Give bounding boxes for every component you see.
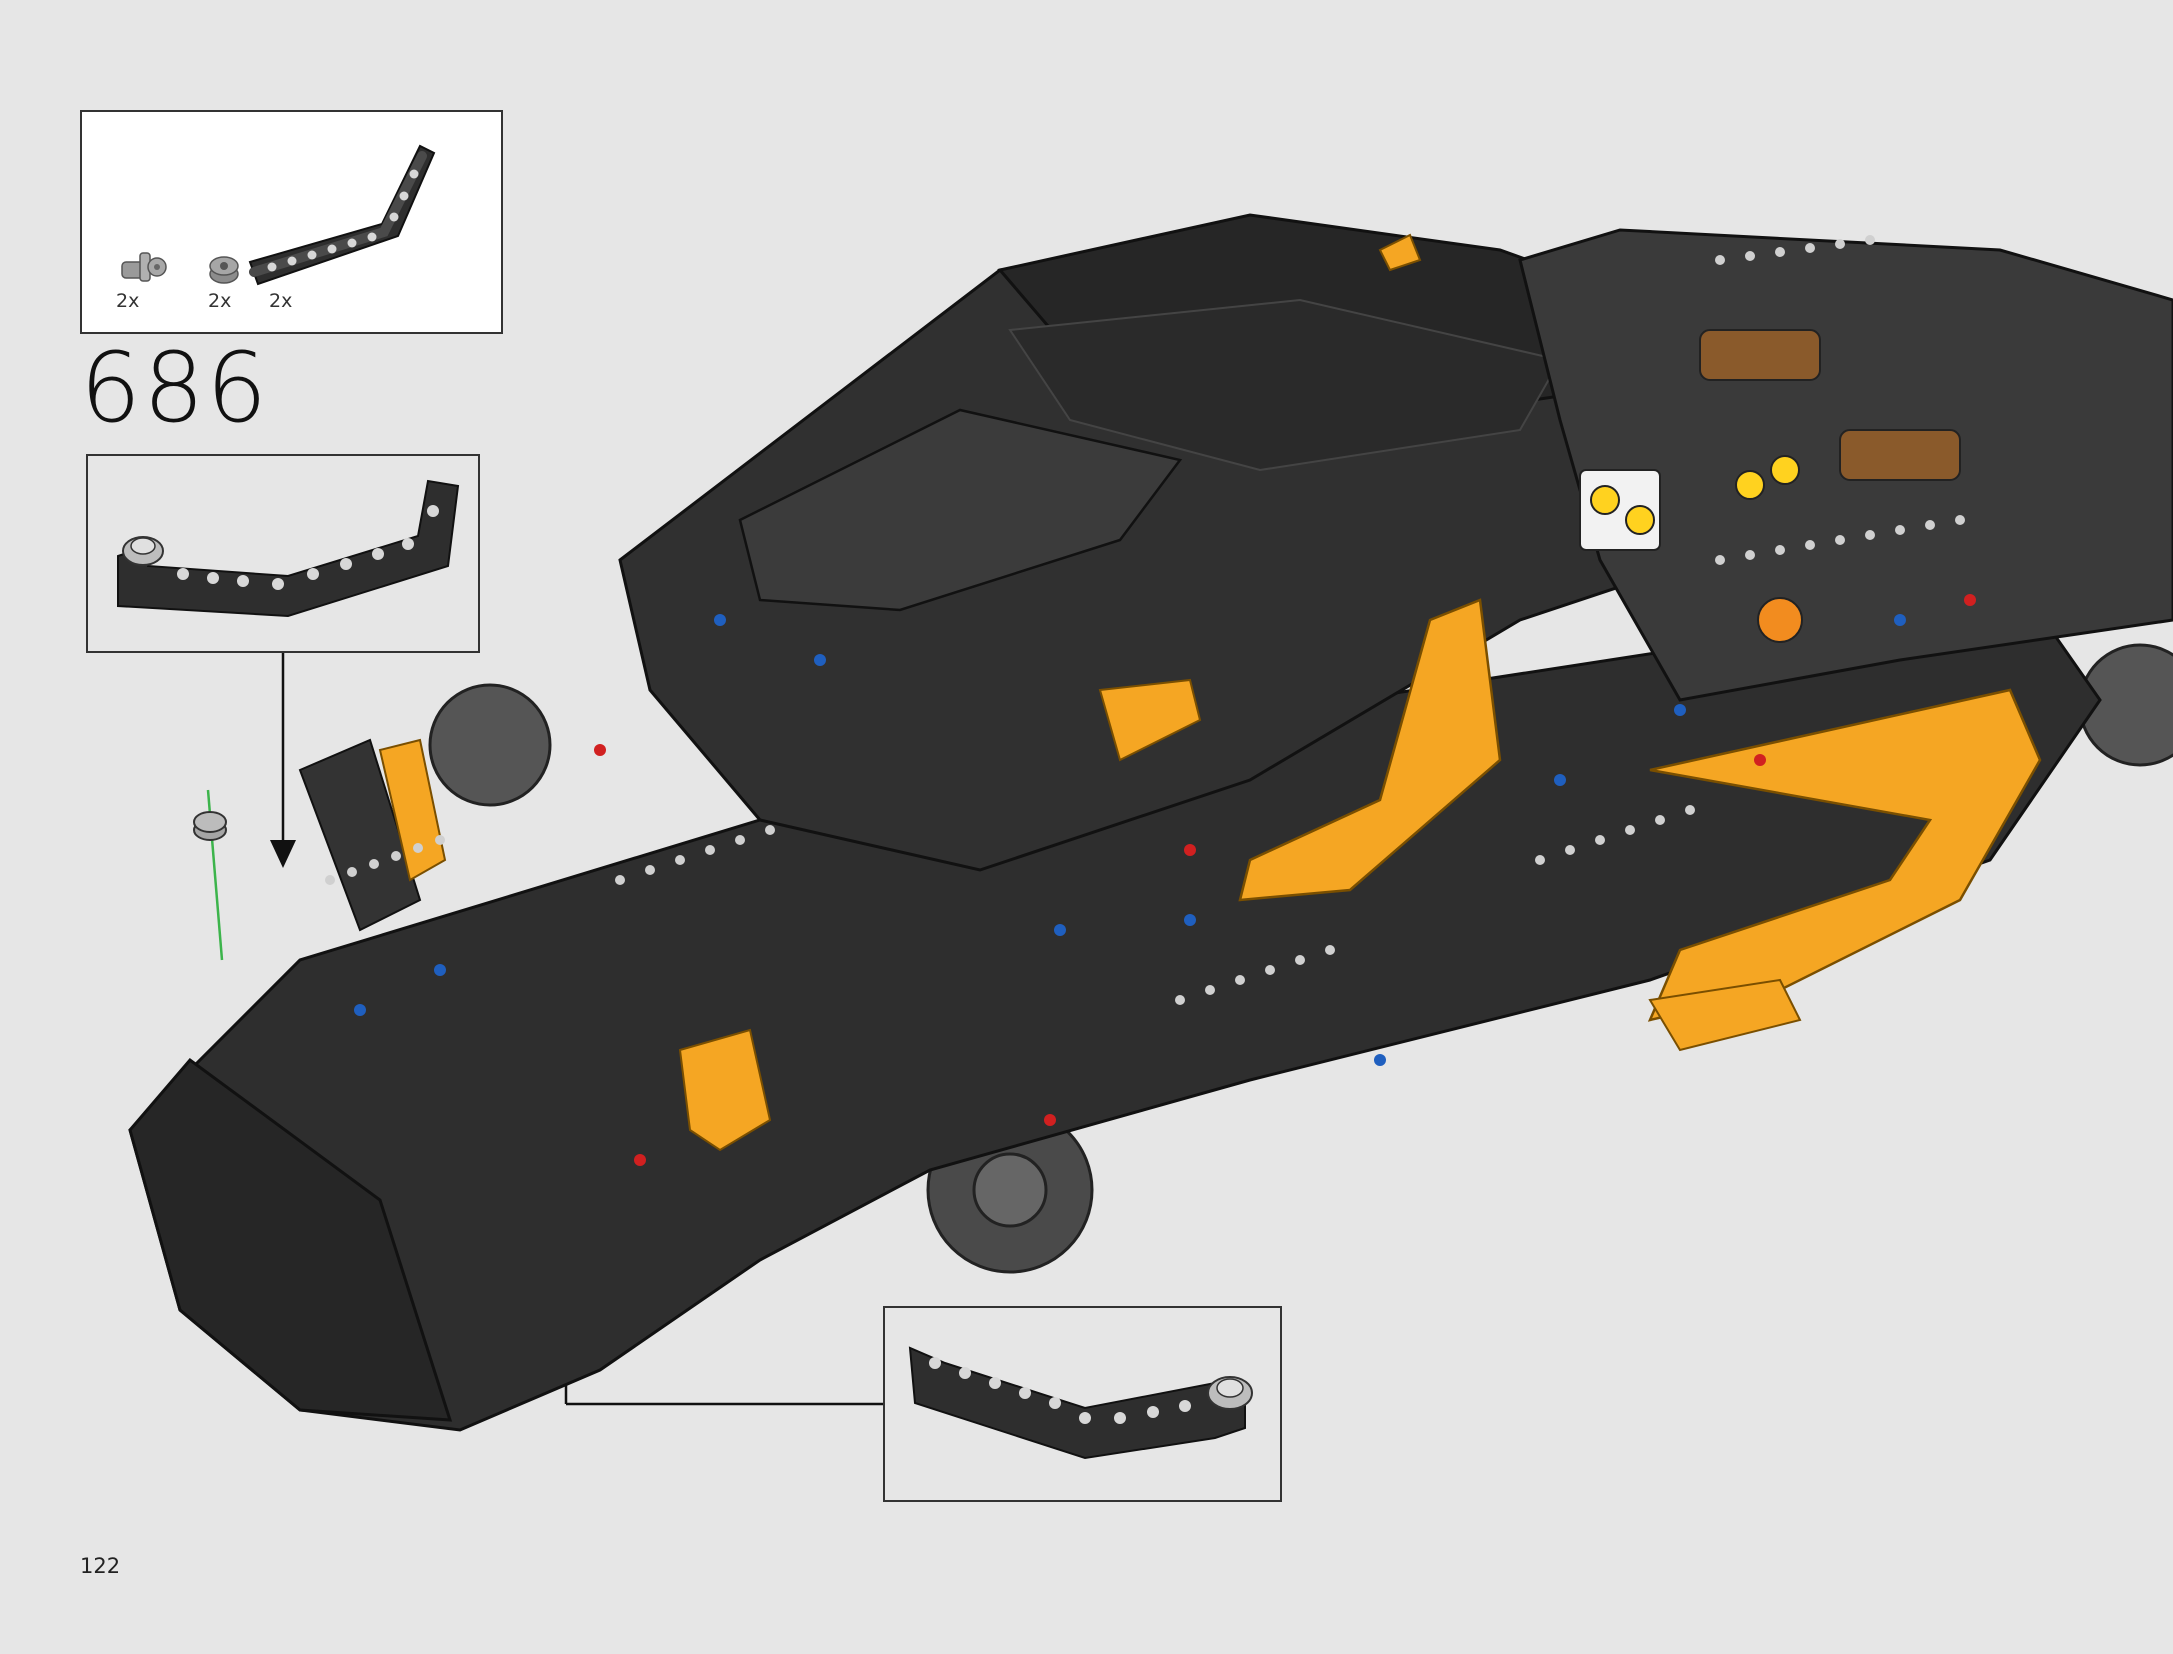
seat-orange	[1238, 598, 1502, 902]
parts-list-box	[80, 110, 503, 334]
callout-top	[86, 454, 480, 653]
engine-part-brown-2	[1839, 429, 1961, 481]
car-body	[128, 213, 2173, 1432]
callout-arrow-top	[270, 652, 296, 868]
part-qty-2: 2x	[208, 290, 232, 312]
callout-bottom	[883, 1306, 1282, 1502]
callout-bottom-liftarm-icon	[908, 1346, 1253, 1460]
bent-liftarm-icon	[248, 144, 436, 286]
part-qty-1: 2x	[116, 290, 140, 312]
step-number: 686	[80, 332, 270, 444]
parts-illustration	[121, 144, 436, 286]
engine-part-brown-1	[1699, 329, 1821, 381]
page-number: 122	[80, 1554, 121, 1578]
axle-pin-connector-icon	[121, 252, 167, 282]
callout-top-liftarm-icon	[117, 479, 460, 618]
part-qty-3: 2x	[269, 290, 293, 312]
rear-left-wheel	[428, 683, 552, 807]
bush-icon	[209, 256, 239, 284]
